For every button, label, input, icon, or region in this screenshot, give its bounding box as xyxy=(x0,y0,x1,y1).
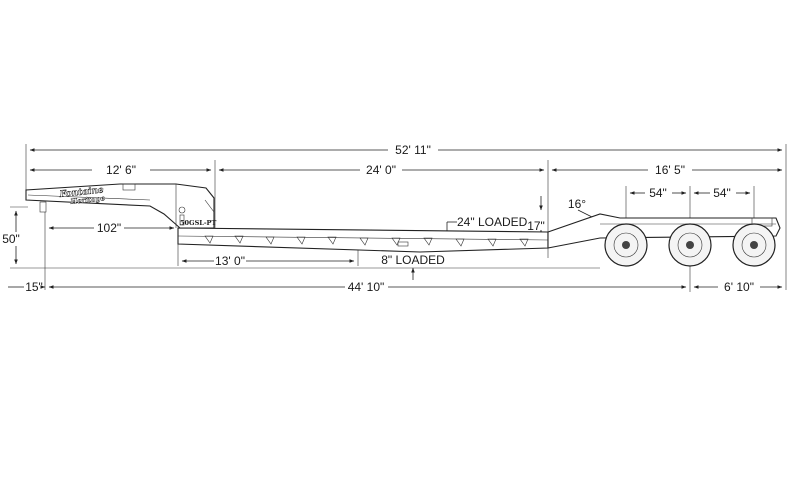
kingpin-to-axle-label: 44' 10" xyxy=(348,280,385,294)
trailer-illustration: Fontaine Heritage 50GSL-PT xyxy=(25,183,781,267)
svg-text:Fontaine: Fontaine xyxy=(58,185,104,200)
rear-section-length-label: 16' 5" xyxy=(655,163,685,177)
rear-deck-height-label: 17" xyxy=(527,219,545,233)
deck-length-label: 24' 0" xyxy=(366,163,396,177)
ramp-section-length-label: 13' 0" xyxy=(215,254,245,268)
axle-1-wheel xyxy=(604,223,648,267)
dimension-labels: 52' 11" 12' 6" 24' 0" 16' 5" 54" 54" 102… xyxy=(2,143,754,294)
axle-spacing-1-label: 54" xyxy=(649,186,667,200)
loaded-height-front-label: 24" LOADED xyxy=(457,215,528,229)
swing-clearance-label: 102" xyxy=(97,221,121,235)
kingpin-setback-label: 15" xyxy=(25,280,43,294)
deck-crossmembers xyxy=(204,235,529,247)
fifth-wheel-height-label: 50" xyxy=(2,232,20,246)
brand-logo: Fontaine Heritage xyxy=(58,185,106,206)
svg-text:Heritage: Heritage xyxy=(69,193,106,206)
beavertail-angle-label: 16° xyxy=(568,197,586,211)
axle-spacing-2-label: 54" xyxy=(713,186,731,200)
axle-2-wheel xyxy=(668,223,712,267)
dimension-lines xyxy=(8,148,783,289)
model-label: 50GSL-PT xyxy=(180,219,216,227)
overall-length-label: 52' 11" xyxy=(395,143,431,157)
axle-3-wheel xyxy=(732,223,776,267)
gooseneck-length-label: 12' 6" xyxy=(106,163,136,177)
rear-overhang-label: 6' 10" xyxy=(724,280,754,294)
loaded-height-deck-label: 8" LOADED xyxy=(381,253,445,267)
